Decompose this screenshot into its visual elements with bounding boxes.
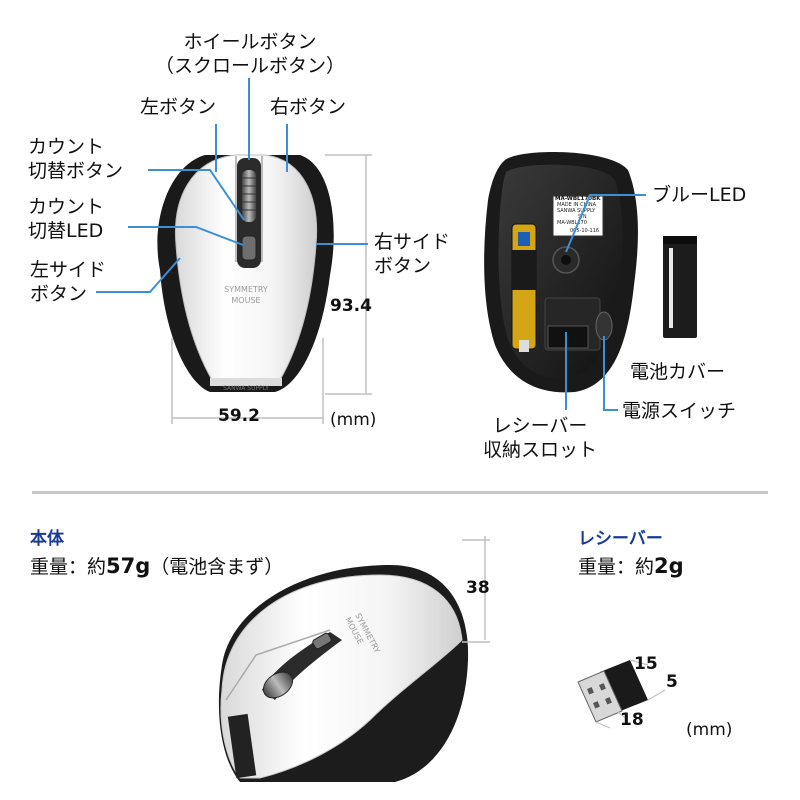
bottom-callout-lines [565,194,646,411]
height-dimension: 38 [466,578,490,598]
count-switch-label: カウント 切替ボタン [28,135,123,183]
count-led-label-line2: 切替LED [28,220,104,242]
top-view-dimension-lines [171,154,372,424]
power-switch-label: 電源スイッチ [622,400,737,422]
wheel-button-label-line1: ホイールボタン [183,31,317,53]
count-led-label: カウント 切替LED [28,195,104,243]
sticker-model2: MA-WBL170 [557,220,587,226]
receiver-weight-value: 2g [654,554,684,578]
battery-cover [663,236,697,338]
side-view-dimension-lines [462,536,490,643]
sticker-code: 005-10-116 [570,228,599,234]
body-heading: 本体 [30,529,64,549]
right-side-button-label-line1: 右サイド [374,231,451,253]
side-view-mouse [218,565,469,782]
count-led-label-line1: カウント [28,196,105,218]
count-switch-label-line2: 切替ボタン [28,160,124,182]
bottom-view-mouse [484,151,638,393]
receiver-slot-label-line2: 収納スロット [482,439,597,461]
top-view-mouse [157,154,334,392]
receiver-weight-prefix: 重量：約 [578,556,655,578]
sticker-brand: SANWA SUPPLY [557,208,596,214]
receiver-dimension-lines [595,659,666,729]
right-button-label: 右ボタン [270,96,347,118]
receiver-dim-b: 5 [666,672,678,692]
wheel-button-label-line2: （スクロールボタン） [154,55,345,77]
body-weight-value: 57g [106,554,151,578]
sticker-sn: S/N [578,214,587,220]
battery-cover-label: 電池カバー [630,361,726,383]
top-view-unit: (mm) [330,410,377,430]
mouse-print-1: SYMMETRY [224,285,268,294]
blue-led-label: ブルーLED [652,184,747,206]
mouse-print-brand: SANWA SUPPLY [223,385,269,392]
left-side-button-label-line1: 左サイド [30,259,107,281]
receiver-unit: (mm) [686,720,733,740]
length-dimension: 93.4 [330,296,372,316]
mouse-print-2: MOUSE [231,296,260,305]
callout-lines [96,78,368,293]
receiver-weight: 重量：約2g [578,552,684,579]
sticker-model: MA-WBL170BK [555,196,601,202]
body-weight-suffix: （電池含まず） [150,556,284,578]
receiver-slot-label: レシーバー 収納スロット [470,414,610,462]
receiver-dim-c: 18 [620,710,644,730]
section-divider [32,491,768,494]
body-weight-prefix: 重量：約 [30,556,107,578]
left-side-button-label: 左サイド ボタン [30,258,106,306]
wheel-button-label: ホイールボタン （スクロールボタン） [150,30,350,78]
usb-receiver [577,660,648,723]
left-button-label: 左ボタン [140,96,217,118]
right-side-button-label: 右サイド ボタン [374,230,450,278]
body-weight: 重量：約57g（電池含まず） [30,552,283,579]
right-side-button-label-line2: ボタン [374,255,432,277]
left-side-button-label-line2: ボタン [30,283,88,305]
sticker-made: MADE IN CHINA [557,202,597,208]
width-dimension: 59.2 [218,406,260,426]
receiver-dim-a: 15 [634,654,658,674]
receiver-slot-label-line1: レシーバー [492,415,588,437]
receiver-heading: レシーバー [578,529,663,549]
count-switch-label-line1: カウント [28,136,105,158]
